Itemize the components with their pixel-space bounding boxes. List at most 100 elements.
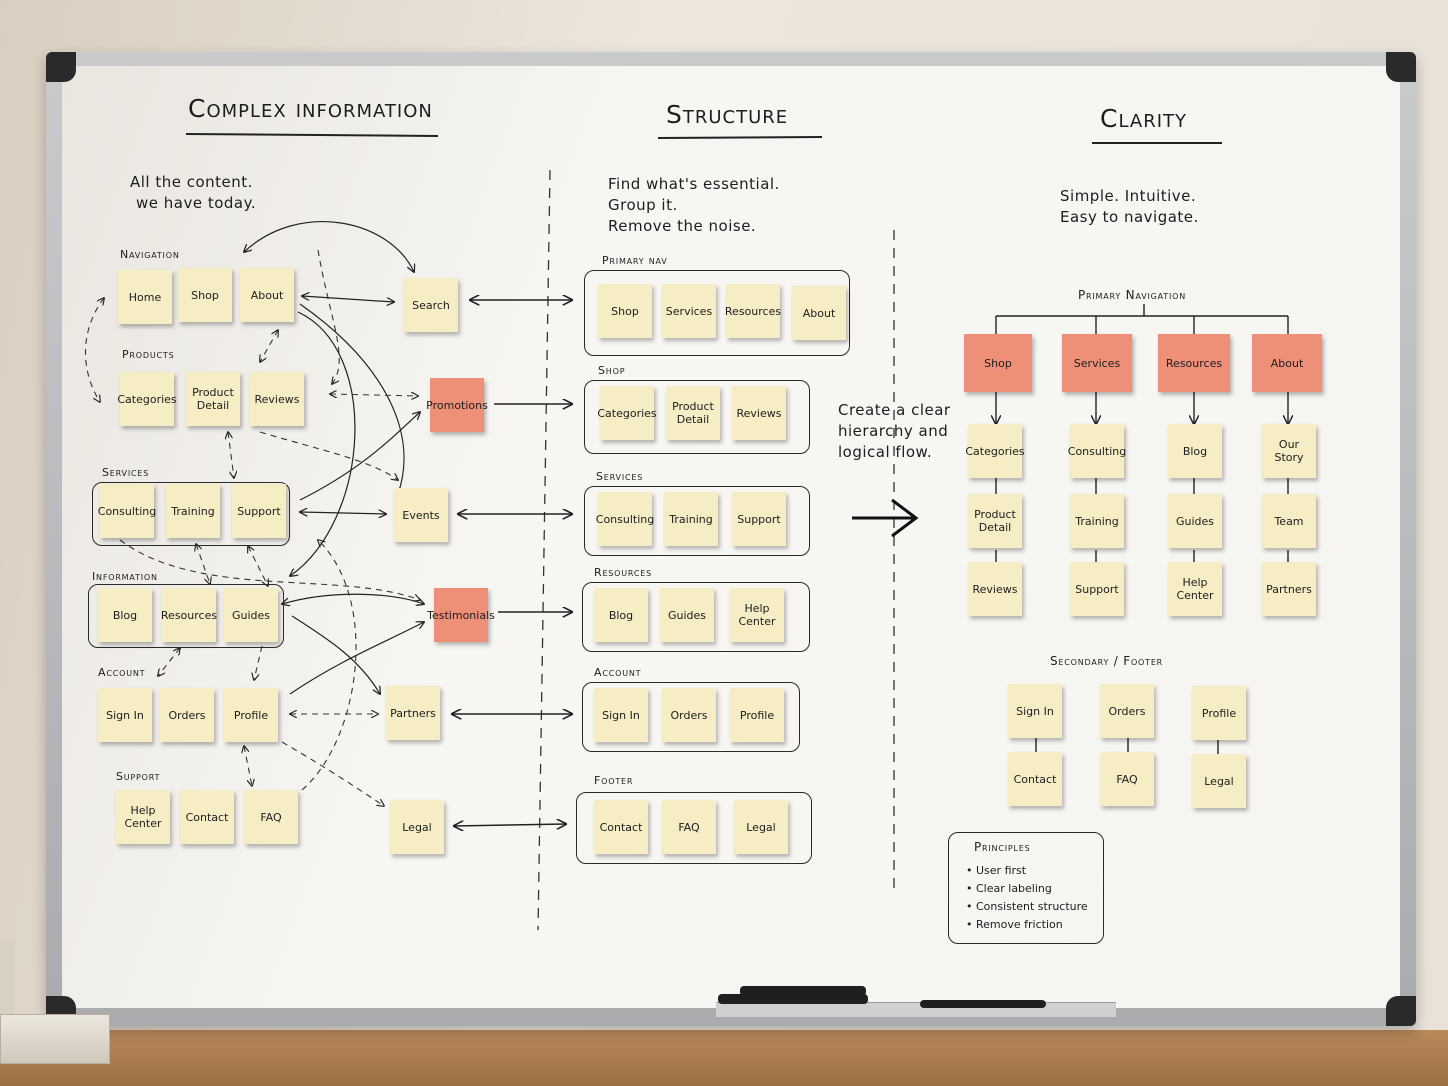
caption-line: All the content.	[130, 173, 253, 191]
caption-structure: Find what's essential. Group it. Remove …	[608, 174, 780, 237]
marker[interactable]	[920, 1000, 1046, 1008]
principle-text: Consistent structure	[976, 900, 1088, 913]
sticky-note-highlight[interactable]: Testimonials	[427, 588, 495, 642]
sticky-note[interactable]: Blog	[594, 588, 648, 642]
nav-head-note[interactable]: About	[1252, 334, 1322, 392]
sticky-note[interactable]: Legal	[734, 800, 788, 854]
sticky-note[interactable]: Orders	[1100, 684, 1154, 738]
group-box	[92, 482, 290, 546]
principle-text: Remove friction	[976, 918, 1063, 931]
sticky-note[interactable]: Legal	[1192, 754, 1246, 808]
sticky-note[interactable]: Shop	[178, 268, 232, 322]
group-box	[584, 270, 850, 356]
caption-line: Find what's essential.	[608, 175, 780, 193]
group-label: Information	[92, 570, 158, 583]
caption-line: Group it.	[608, 196, 678, 214]
sticky-note[interactable]: Home	[118, 270, 172, 324]
caption-line: hierarchy and	[838, 422, 949, 440]
sticky-note[interactable]: Resources	[725, 284, 781, 338]
sticky-note[interactable]: About	[240, 268, 294, 322]
primary-navigation-label: Primary Navigation	[1078, 288, 1187, 302]
sticky-note-highlight[interactable]: Promotions	[426, 378, 488, 432]
sticky-note[interactable]: FAQ	[1100, 752, 1154, 806]
sticky-note[interactable]: Partners	[1262, 562, 1316, 616]
sticky-note[interactable]: Orders	[662, 688, 716, 742]
sticky-note[interactable]: Shop	[598, 284, 652, 338]
group-label: Account	[98, 666, 146, 679]
sticky-note[interactable]: Help Center	[116, 790, 170, 844]
sticky-note[interactable]: Guides	[660, 588, 714, 642]
sticky-note[interactable]: About	[792, 286, 846, 340]
sticky-note[interactable]: Help Center	[730, 588, 784, 642]
sticky-note[interactable]: Categories	[965, 424, 1025, 478]
sticky-note[interactable]: Resources	[161, 588, 217, 642]
sticky-note[interactable]: Profile	[224, 688, 278, 742]
sticky-note[interactable]: Blog	[1168, 424, 1222, 478]
sticky-note[interactable]: Categories	[597, 386, 657, 440]
principle-item: • Clear labeling	[966, 882, 1052, 895]
sticky-note[interactable]: Product Detail	[186, 372, 240, 426]
sticky-note[interactable]: FAQ	[662, 800, 716, 854]
sticky-note[interactable]: Contact	[1008, 752, 1062, 806]
sticky-note[interactable]: Sign In	[1008, 684, 1062, 738]
sticky-note[interactable]: Reviews	[250, 372, 304, 426]
big-arrow	[852, 498, 919, 538]
sticky-note[interactable]: Blog	[98, 588, 152, 642]
sticky-note[interactable]: Legal	[390, 800, 444, 854]
sticky-note[interactable]: Training	[166, 484, 220, 538]
principle-item: • Remove friction	[966, 918, 1063, 931]
sticky-note[interactable]: Profile	[1192, 686, 1246, 740]
heading-clarity: Clarity	[1100, 104, 1188, 133]
group-label: Primary nav	[602, 254, 668, 267]
group-label: Shop	[598, 364, 626, 377]
sticky-note[interactable]: Contact	[594, 800, 648, 854]
caption-arrow: Create a clear hierarchy and logical flo…	[838, 400, 951, 463]
sticky-note[interactable]: Search	[404, 278, 458, 332]
sticky-note[interactable]: Product Detail	[666, 386, 720, 440]
heading-structure: Structure	[666, 100, 789, 129]
sticky-note[interactable]: Training	[664, 492, 718, 546]
sticky-note[interactable]: Guides	[224, 588, 278, 642]
caption-line: Easy to navigate.	[1060, 208, 1199, 226]
nav-head-note[interactable]: Shop	[964, 334, 1032, 392]
sticky-note[interactable]: Reviews	[968, 562, 1022, 616]
group-label: Products	[122, 348, 175, 361]
sticky-note[interactable]: Help Center	[1168, 562, 1222, 616]
marker[interactable]	[718, 994, 868, 1004]
sticky-note[interactable]: Support	[232, 484, 286, 538]
sticky-note[interactable]: Sign In	[98, 688, 152, 742]
sticky-note[interactable]: Product Detail	[968, 494, 1022, 548]
group-label: Resources	[594, 566, 653, 579]
sticky-note[interactable]: Services	[662, 284, 716, 338]
heading-underline	[185, 133, 439, 137]
sticky-note[interactable]: Reviews	[732, 386, 786, 440]
sticky-note[interactable]: Partners	[386, 686, 440, 740]
sticky-note[interactable]: Sign In	[594, 688, 648, 742]
sticky-note[interactable]: Consulting	[98, 484, 156, 538]
marker[interactable]	[740, 986, 866, 996]
group-label: Account	[594, 666, 642, 679]
sticky-note[interactable]: Orders	[160, 688, 214, 742]
sticky-note[interactable]: Contact	[180, 790, 234, 844]
sticky-note[interactable]: Training	[1070, 494, 1124, 548]
sticky-note[interactable]: Support	[1070, 562, 1124, 616]
sticky-note[interactable]: Our Story	[1262, 424, 1316, 478]
group-label: Support	[116, 770, 161, 783]
sticky-note[interactable]: Team	[1262, 494, 1316, 548]
nav-head-note[interactable]: Resources	[1158, 334, 1230, 392]
sticky-note[interactable]: Categories	[117, 372, 177, 426]
sticky-note[interactable]: Profile	[730, 688, 784, 742]
group-box	[584, 380, 810, 454]
caption-line: logical flow.	[838, 443, 933, 461]
sticky-note[interactable]: Consulting	[596, 492, 654, 546]
caption-line: Remove the noise.	[608, 217, 757, 235]
nav-head-note[interactable]: Services	[1062, 334, 1132, 392]
group-label: Services	[596, 470, 644, 483]
sticky-note[interactable]: Support	[732, 492, 786, 546]
sticky-note[interactable]: FAQ	[244, 790, 298, 844]
sticky-note[interactable]: Consulting	[1068, 424, 1126, 478]
caption-complex: All the content. we have today.	[130, 172, 256, 214]
sticky-note[interactable]: Events	[394, 488, 448, 542]
sticky-note[interactable]: Guides	[1168, 494, 1222, 548]
